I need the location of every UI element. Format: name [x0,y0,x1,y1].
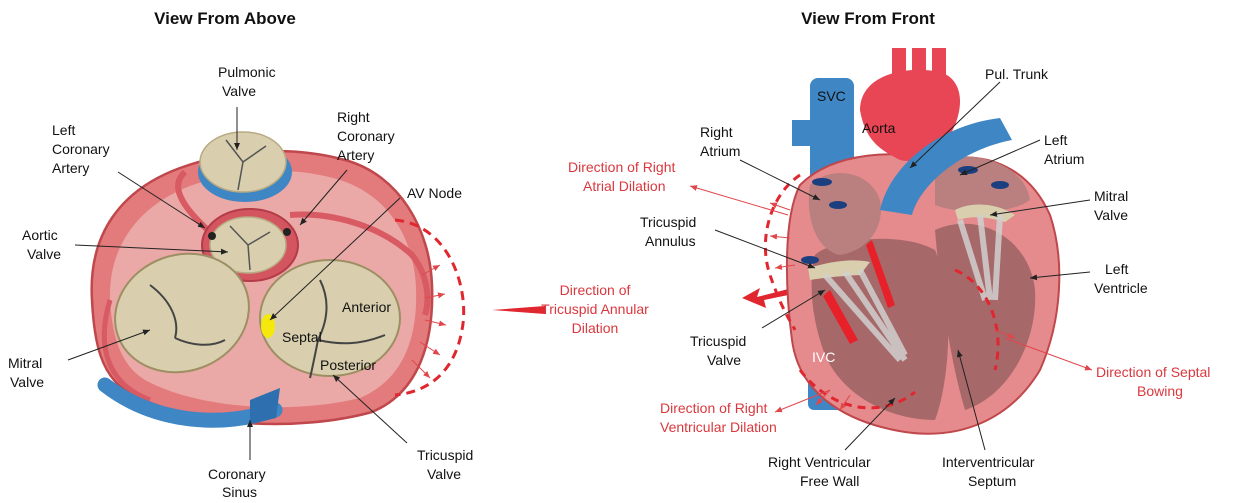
svg-text:Pulmonic: Pulmonic [218,64,276,80]
svg-text:Tricuspid: Tricuspid [690,333,746,349]
svg-text:Valve: Valve [10,374,44,390]
svg-text:Interventricular: Interventricular [942,454,1035,470]
label-interventricular-septum: Interventricular Septum [942,454,1035,489]
svg-text:Valve: Valve [27,246,61,262]
svg-text:Tricuspid Annular: Tricuspid Annular [541,301,649,317]
label-coronary-sinus: Coronary Sinus [208,466,266,500]
label-svc: SVC [817,88,846,104]
svc-side-branch [792,120,814,146]
label-left-coronary-artery: Left Coronary Artery [52,122,110,176]
label-ivc: IVC [812,349,835,365]
front-heart-section [690,48,1092,450]
svg-text:Right: Right [337,109,370,125]
svg-text:Direction of Right: Direction of Right [660,400,767,416]
label-left-ventricle: Left Ventricle [1094,261,1148,296]
label-av-node: AV Node [407,185,462,201]
svg-text:Artery: Artery [337,147,374,163]
la-mark-1 [958,166,978,174]
label-septal-bowing: Direction of Septal Bowing [1096,364,1210,399]
svg-text:Sinus: Sinus [222,484,257,500]
svg-text:Atrial Dilation: Atrial Dilation [583,178,665,194]
title-view-from-front: View From Front [801,9,935,28]
svg-text:Coronary: Coronary [52,141,110,157]
svg-text:Coronary: Coronary [208,466,266,482]
leaflet-posterior-label: Posterior [320,357,376,373]
svg-text:Ventricular Dilation: Ventricular Dilation [660,419,777,435]
label-tricuspid-valve-front: Tricuspid Valve [690,333,746,368]
pulmonic-valve-shape [198,132,292,202]
label-right-atrium: Right Atrium [700,124,740,159]
svg-text:Right: Right [700,124,733,140]
label-right-ventricular-dilation: Direction of Right Ventricular Dilation [660,400,777,435]
svg-text:Valve: Valve [1094,207,1128,223]
label-pulmonic-valve: Pulmonic Valve [218,64,276,99]
svg-text:Annulus: Annulus [645,233,696,249]
svg-text:Mitral: Mitral [8,355,42,371]
svg-text:Valve: Valve [427,466,461,482]
above-heart-section: Anterior Septal Posterior [68,107,464,460]
ra-mark-2 [829,201,847,209]
label-pul-trunk: Pul. Trunk [985,66,1049,82]
svg-text:Valve: Valve [222,83,256,99]
svg-text:Artery: Artery [52,160,89,176]
svg-text:Mitral: Mitral [1094,188,1128,204]
ra-mark-1 [812,178,832,186]
svg-text:Aortic: Aortic [22,227,58,243]
label-tricuspid-annulus: Tricuspid Annulus [640,214,696,249]
svg-text:Atrium: Atrium [700,143,740,159]
label-aortic-valve: Aortic Valve [22,227,61,262]
label-right-atrial-dilation: Direction of Right Atrial Dilation [568,159,675,194]
svg-text:Tricuspid: Tricuspid [417,447,473,463]
svg-text:Direction of Septal: Direction of Septal [1096,364,1210,380]
svg-text:Atrium: Atrium [1044,151,1084,167]
svg-text:Direction of: Direction of [560,282,631,298]
svg-text:Coronary: Coronary [337,128,395,144]
svg-text:Direction of Right: Direction of Right [568,159,675,175]
leaflet-septal-label: Septal [282,329,322,345]
svg-text:Pul. Trunk: Pul. Trunk [985,66,1049,82]
svg-text:Left: Left [52,122,75,138]
label-mitral-valve-front: Mitral Valve [1094,188,1128,223]
svg-text:Left: Left [1105,261,1128,277]
svg-text:Right Ventricular: Right Ventricular [768,454,871,470]
la-mark-2 [991,181,1009,189]
dilation-pointer-left [492,306,545,314]
label-aorta: Aorta [862,120,896,136]
title-view-from-above: View From Above [154,9,296,28]
tricuspid-annular-dilation-annotation: Direction of Tricuspid Annular Dilation [492,282,803,336]
label-rv-free-wall: Right Ventricular Free Wall [768,454,871,489]
svg-text:Tricuspid: Tricuspid [640,214,696,230]
leaflet-anterior-label: Anterior [342,299,391,315]
ra-mark-3 [801,256,819,264]
label-right-coronary-artery: Right Coronary Artery [337,109,395,163]
svg-text:Left: Left [1044,132,1067,148]
svg-text:AV Node: AV Node [407,185,462,201]
svg-text:Ventricle: Ventricle [1094,280,1148,296]
svg-text:Valve: Valve [707,352,741,368]
label-mitral-valve-above: Mitral Valve [8,355,44,390]
svg-text:Dilation: Dilation [572,320,619,336]
label-tricuspid-valve-above: Tricuspid Valve [417,447,473,482]
svg-text:Septum: Septum [968,473,1016,489]
svg-text:Free Wall: Free Wall [800,473,859,489]
label-left-atrium: Left Atrium [1044,132,1084,167]
svg-text:Bowing: Bowing [1137,383,1183,399]
